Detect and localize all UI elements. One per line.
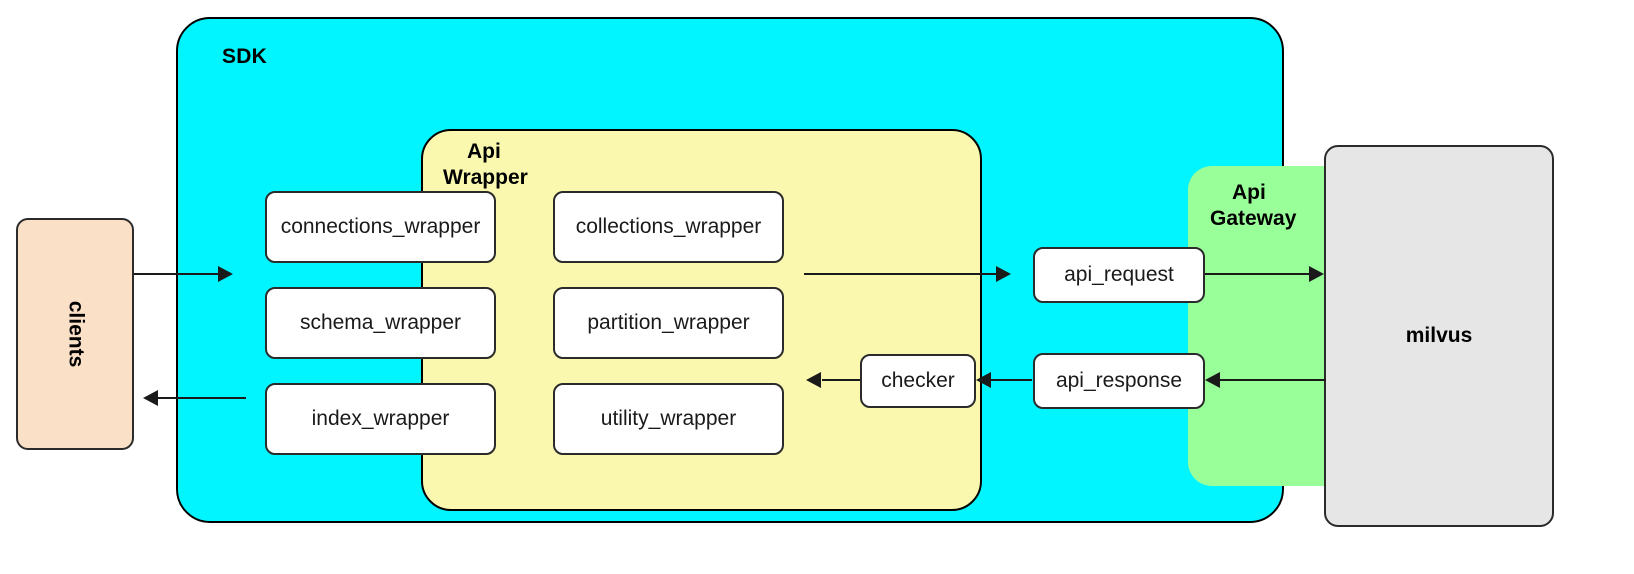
node-collections-wrapper[interactable]: collections_wrapper — [553, 191, 784, 263]
node-schema-wrapper[interactable]: schema_wrapper — [265, 287, 496, 359]
connector-clients-to-api-wrapper — [134, 273, 222, 275]
api-gateway-label-line2: Gateway — [1210, 207, 1297, 231]
api-wrapper-label: Api Wrapper — [443, 139, 587, 191]
api-gateway-label: Api Gateway — [1210, 180, 1372, 232]
node-api-response[interactable]: api_response — [1033, 353, 1205, 409]
connector-api-wrapper-to-api-gateway — [804, 273, 1004, 275]
api-wrapper-label-line2: Wrapper — [443, 166, 528, 190]
arrowhead-api-wrapper-to-api-gateway — [996, 266, 1011, 282]
node-milvus[interactable]: milvus — [1324, 145, 1554, 527]
arrowhead-milvus-to-api-response — [1205, 372, 1220, 388]
api-wrapper-label-line1: Api — [467, 140, 501, 163]
arrowhead-api-response-to-checker — [976, 372, 991, 388]
node-partition-wrapper[interactable]: partition_wrapper — [553, 287, 784, 359]
connector-api-request-to-milvus — [1205, 273, 1315, 275]
node-checker[interactable]: checker — [860, 354, 976, 408]
sdk-label: SDK — [222, 45, 267, 68]
node-api-request[interactable]: api_request — [1033, 247, 1205, 303]
arrowhead-clients-to-api-wrapper — [218, 266, 233, 282]
node-utility-wrapper[interactable]: utility_wrapper — [553, 383, 784, 455]
node-connections-wrapper[interactable]: connections_wrapper — [265, 191, 496, 263]
node-index-wrapper[interactable]: index_wrapper — [265, 383, 496, 455]
connector-milvus-to-api-response — [1218, 379, 1326, 381]
arrowhead-api-wrapper-to-clients — [143, 390, 158, 406]
api-gateway-label-line1: Api — [1232, 181, 1266, 204]
connector-api-response-to-checker — [990, 379, 1032, 381]
arrowhead-checker-to-api-wrapper — [806, 372, 821, 388]
connector-api-wrapper-to-clients — [158, 397, 246, 399]
clients-label: clients — [64, 300, 87, 368]
connector-checker-to-api-wrapper — [822, 379, 860, 381]
node-clients[interactable]: clients — [16, 218, 134, 450]
arrowhead-api-request-to-milvus — [1309, 266, 1324, 282]
